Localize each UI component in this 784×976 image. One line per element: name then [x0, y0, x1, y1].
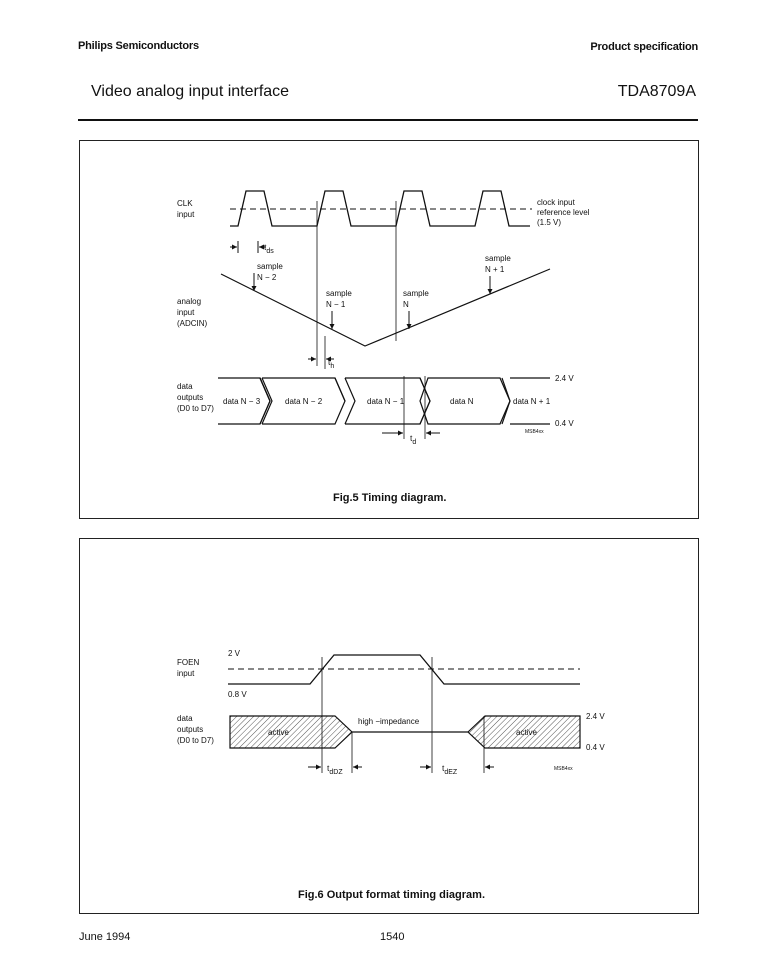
document-type: Product specification — [590, 41, 698, 53]
sample-n-label-2: N — [403, 300, 409, 309]
fig6-data-outputs-label-2: outputs — [177, 725, 203, 734]
fig6-caption: Fig.6 Output format timing diagram. — [298, 889, 485, 901]
clk-ref-label-1: clock input — [537, 198, 576, 207]
part-number: TDA8709A — [617, 83, 696, 100]
fig5-caption: Fig.5 Timing diagram. — [333, 492, 447, 504]
active-right-label: active — [516, 728, 537, 737]
analog-label-2: input — [177, 308, 195, 317]
sample-n2-label-2: N − 2 — [257, 273, 277, 282]
sample-n1-label-1: sample — [326, 289, 352, 298]
fig6-ref-code: MSB4xx — [554, 766, 573, 772]
data-outputs-label-1: data — [177, 382, 193, 391]
clk-ref-label-2: reference level — [537, 208, 590, 217]
foen-label-2: input — [177, 669, 195, 678]
analog-input-waveform — [220, 268, 551, 347]
v-low-label: 0.4 V — [555, 419, 574, 428]
sample-n1-label-2: N − 1 — [326, 300, 346, 309]
data-cell-n: data N — [450, 397, 474, 406]
foen-label-1: FOEN — [177, 658, 199, 667]
v-2-label: 2 V — [228, 649, 241, 658]
sample-n+1-label-1: sample — [485, 254, 511, 263]
fig6-data-outputs-label-3: (D0 to D7) — [177, 736, 214, 745]
analog-label-1: analog — [177, 297, 201, 306]
analog-label-3: (ADCIN) — [177, 319, 208, 328]
data-outputs-label-3: (D0 to D7) — [177, 404, 214, 413]
high-impedance-label: high −impedance — [358, 717, 420, 726]
fig6-v-high-label: 2.4 V — [586, 712, 605, 721]
v-high-label: 2.4 V — [555, 374, 574, 383]
tds-label: tds — [264, 242, 274, 255]
v-08-label: 0.8 V — [228, 690, 247, 699]
data-cell-n+1: data N + 1 — [513, 397, 551, 406]
tdz-label: tdDZ — [327, 763, 343, 776]
fig6-frame: FOEN input 2 V 0.8 V data outputs (D0 to… — [79, 538, 699, 914]
fig5-ref-code: MSB4xx — [525, 429, 544, 435]
fig5-frame: CLK input clock input reference level (1… — [79, 140, 699, 519]
footer-page-number: 1540 — [380, 931, 405, 943]
active-region-right — [467, 715, 581, 749]
company-name: Philips Semiconductors — [78, 40, 199, 52]
page-title: Video analog input interface — [91, 83, 290, 100]
active-left-label: active — [268, 728, 289, 737]
data-outputs-label-2: outputs — [177, 393, 203, 402]
active-region-left — [229, 715, 353, 749]
fig6-v-low-label: 0.4 V — [586, 743, 605, 752]
data-cell-n3: data N − 3 — [223, 397, 261, 406]
clk-label-2: input — [177, 210, 195, 219]
sample-n+1-label-2: N + 1 — [485, 265, 505, 274]
th-label: th — [328, 357, 334, 370]
foen-waveform — [228, 654, 580, 685]
data-cell-n2: data N − 2 — [285, 397, 323, 406]
clk-ref-label-3: (1.5 V) — [537, 218, 561, 227]
header-rule — [78, 119, 698, 121]
sample-n2-label-1: sample — [257, 262, 283, 271]
td-label: td — [410, 433, 416, 446]
data-cell-n1: data N − 1 — [367, 397, 405, 406]
fig6-data-outputs-label-1: data — [177, 714, 193, 723]
data-bus-waveform — [218, 377, 550, 425]
footer-date: June 1994 — [79, 931, 131, 943]
clk-waveform — [230, 190, 530, 227]
fig6-timing-diagram: FOEN input 2 V 0.8 V data outputs (D0 to… — [177, 649, 605, 776]
fig5-timing-diagram: CLK input clock input reference level (1… — [177, 190, 590, 446]
sample-n-label-1: sample — [403, 289, 429, 298]
tez-label: tdEZ — [442, 763, 458, 776]
clk-label-1: CLK — [177, 199, 193, 208]
